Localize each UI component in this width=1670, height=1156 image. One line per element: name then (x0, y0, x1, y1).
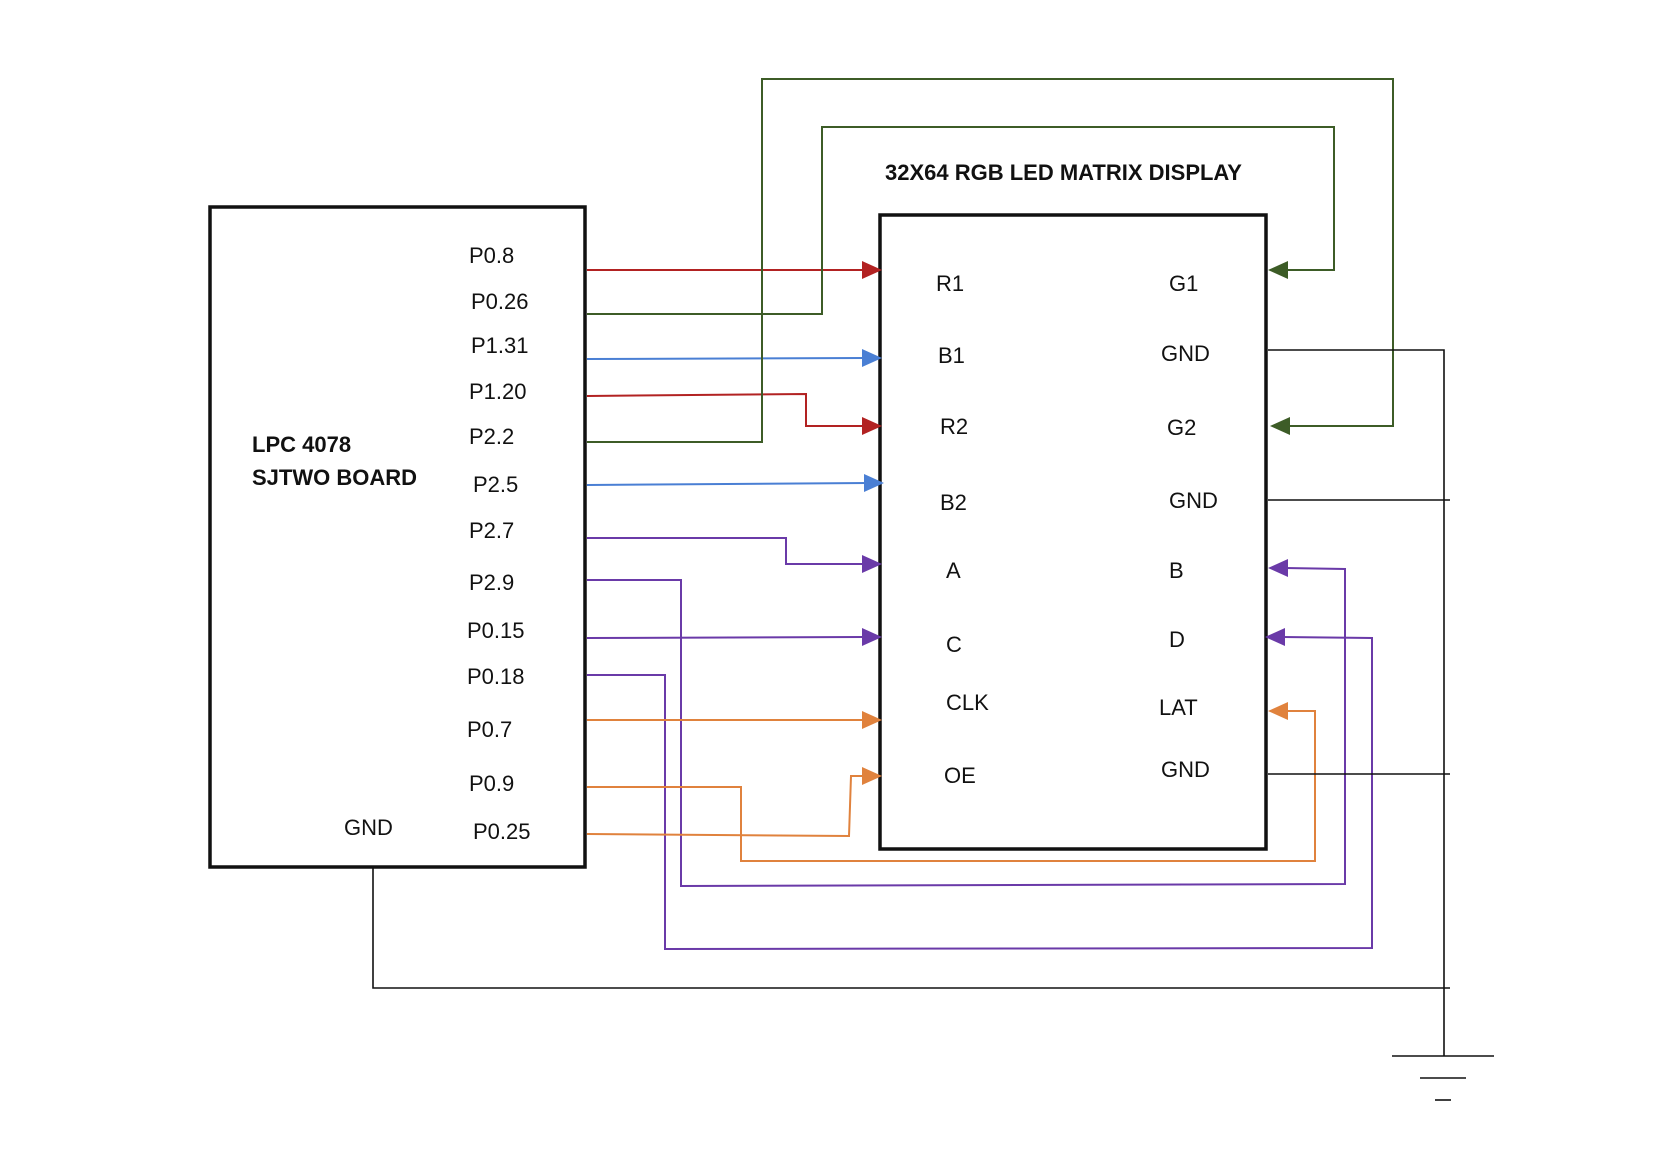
display-pin-b1: B1 (938, 343, 965, 368)
display-pin-b: B (1169, 558, 1184, 583)
display-pin-g2: G2 (1167, 415, 1196, 440)
display-pin-b2: B2 (940, 490, 967, 515)
arrow-oe (862, 767, 882, 785)
wire-p2-5-b2 (586, 482, 869, 486)
display-pin-c: C (946, 632, 962, 657)
arrow-g2 (1270, 417, 1290, 435)
board-pin-p0-15: P0.15 (467, 618, 525, 643)
arrow-clk (862, 711, 882, 729)
board-pin-p1-20: P1.20 (469, 379, 527, 404)
display-pin-d: D (1169, 627, 1185, 652)
wire-p0-9-lat (587, 710, 1316, 862)
wire-p2-9-b (587, 567, 1346, 888)
display-pin-oe: OE (944, 763, 976, 788)
ground-net (372, 349, 1494, 1101)
board-pin-p0-9: P0.9 (469, 771, 514, 796)
display-pin-r1: R1 (936, 271, 964, 296)
arrow-b2 (864, 474, 884, 492)
arrow-lat (1268, 702, 1288, 720)
wire-p2-7-a (587, 537, 865, 565)
display-pin-g1: G1 (1169, 271, 1198, 296)
wires (586, 78, 1394, 951)
board-pin-p2-9: P2.9 (469, 570, 514, 595)
wire-p0-25-oe (586, 775, 865, 838)
board-pin-p0-8: P0.8 (469, 243, 514, 268)
display-pin-lat: LAT (1159, 695, 1198, 720)
board-pin-p2-2: P2.2 (469, 424, 514, 449)
display-pin-r2: R2 (940, 414, 968, 439)
board-pin-p1-31: P1.31 (471, 333, 529, 358)
display-pin-a: A (946, 558, 961, 583)
display-pin-gnd-3: GND (1161, 757, 1210, 782)
board-gnd-label: GND (344, 815, 393, 840)
gnd-wire-board (372, 868, 1450, 989)
arrow-c (862, 628, 882, 646)
arrow-d (1265, 628, 1285, 646)
board-pin-p0-26: P0.26 (471, 289, 529, 314)
arrow-g1 (1268, 261, 1288, 279)
board-pin-p2-5: P2.5 (473, 472, 518, 497)
display-title: 32X64 RGB LED MATRIX DISPLAY (885, 160, 1242, 185)
wire-p0-15-c (586, 636, 866, 639)
display-pin-gnd-2: GND (1169, 488, 1218, 513)
display-pin-clk: CLK (946, 690, 989, 715)
display-pin-gnd-1: GND (1161, 341, 1210, 366)
board-pin-p0-18: P0.18 (467, 664, 525, 689)
arrow-b (1268, 559, 1288, 577)
gnd-wire-display-1 (1268, 349, 1445, 1056)
arrow-r2 (862, 417, 882, 435)
wire-p1-31-b1 (586, 357, 866, 360)
arrow-a (862, 555, 882, 573)
wire-p2-2-g2 (587, 78, 1394, 443)
board-pin-p2-7: P2.7 (469, 518, 514, 543)
wire-p1-20-r2 (586, 392, 865, 427)
board-pin-p0-25: P0.25 (473, 819, 531, 844)
board-title-line1: LPC 4078 (252, 432, 351, 457)
arrow-r1 (862, 261, 882, 279)
lpc4078-board (208, 205, 587, 869)
arrow-b1 (862, 349, 882, 367)
wire-p0-26-g1 (587, 126, 1335, 315)
led-matrix-display (878, 213, 1268, 851)
board-pin-p0-7: P0.7 (467, 717, 512, 742)
wire-p0-18-d (587, 636, 1373, 951)
board-title-line2: SJTWO BOARD (252, 465, 417, 490)
